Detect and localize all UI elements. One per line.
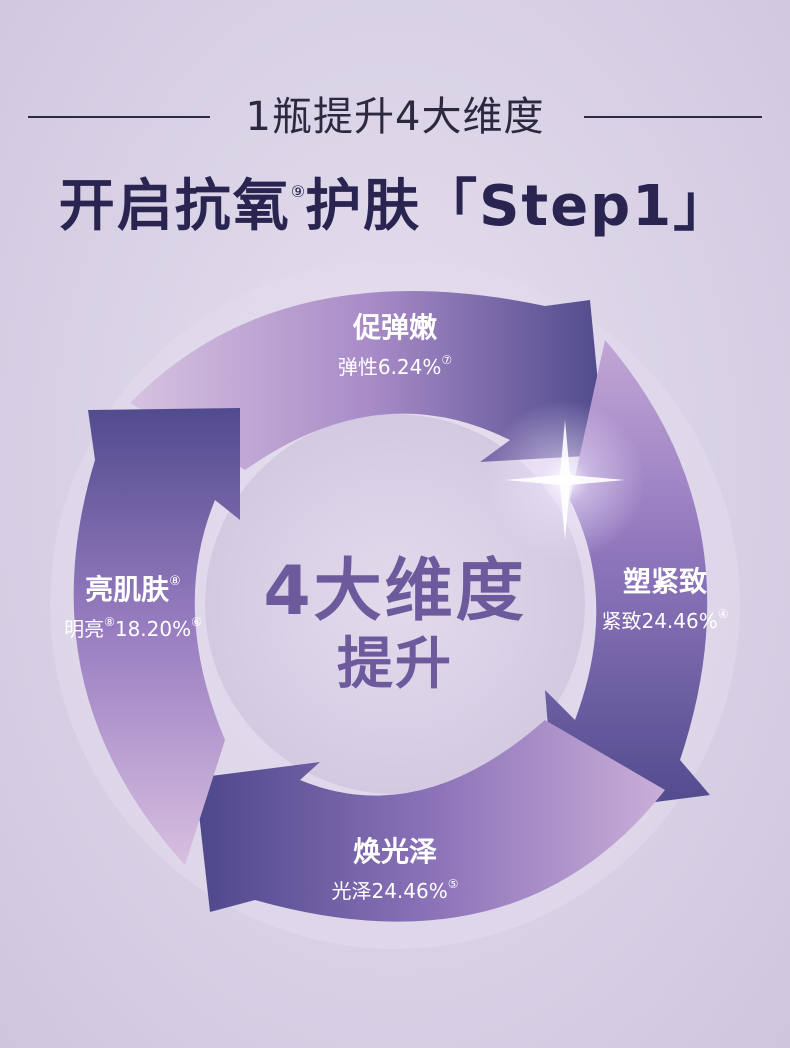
segment-label-bottom: 焕光泽 光泽24.46%⑤ <box>295 834 495 905</box>
center-subtitle: 提升 <box>337 632 453 697</box>
center-title: 4大维度 <box>263 552 527 631</box>
stat-value: 18.20% <box>114 617 192 641</box>
stat-footnote: ⑥ <box>191 615 202 629</box>
page-title: 开启抗氧⑨护肤「Step1」 <box>0 160 790 239</box>
stat-text: 弹性6.24% <box>337 355 442 379</box>
title-footnote: ⑨ <box>290 182 306 201</box>
segment-label-left: 亮肌肤⑧ 明亮⑧18.20%⑥ <box>48 564 218 643</box>
sparkle-icon <box>505 420 625 540</box>
segment-name: 焕光泽 <box>352 835 437 868</box>
stat-footnote: ⑤ <box>447 877 459 891</box>
segment-name: 促弹嫩 <box>352 311 437 344</box>
segment-name: 塑紧致 <box>622 565 707 598</box>
segment-label-right: 塑紧致 紧致24.46%④ <box>590 564 740 635</box>
stat-mid-footnote: ⑧ <box>104 615 115 629</box>
stat-footnote: ④ <box>717 607 729 621</box>
left-rule <box>28 116 210 118</box>
right-rule <box>584 116 762 118</box>
segment-stat: 明亮⑧18.20%⑥ <box>48 608 218 643</box>
title-main: 开启抗氧 <box>58 174 291 239</box>
segment-name: 亮肌肤⑧ <box>48 564 218 608</box>
stat-text: 明亮 <box>64 617 105 641</box>
name-footnote: ⑧ <box>169 574 181 589</box>
segment-label-top: 促弹嫩 弹性6.24%⑦ <box>295 310 495 381</box>
segment-stat: 紧致24.46%④ <box>590 600 740 635</box>
arrow-segment-left <box>73 408 240 865</box>
stat-text: 光泽24.46% <box>331 879 448 903</box>
headline-row: 1瓶提升4大维度 <box>0 92 790 142</box>
inner-disc <box>205 414 585 794</box>
segment-stat: 弹性6.24%⑦ <box>295 346 495 381</box>
subtitle: 1瓶提升4大维度 <box>245 94 545 140</box>
segment-stat: 光泽24.46%⑤ <box>295 870 495 905</box>
title-rest: 护肤「Step1」 <box>305 174 732 239</box>
stat-footnote: ⑦ <box>441 353 453 367</box>
stat-text: 紧致24.46% <box>601 609 718 633</box>
name-text: 亮肌肤 <box>85 573 170 606</box>
arrow-segment-top <box>130 290 605 470</box>
arrow-segment-bottom <box>195 720 665 922</box>
